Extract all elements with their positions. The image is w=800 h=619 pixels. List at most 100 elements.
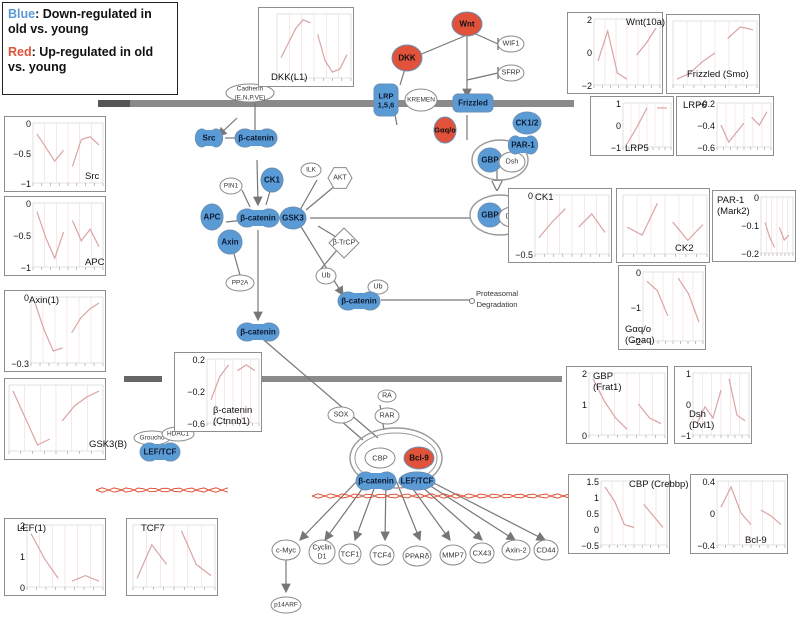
- expression-panel-gsk3b: GSK3(B): [4, 378, 127, 460]
- axis-tick-label: 0: [25, 199, 31, 209]
- axis-tick-label: 0: [19, 583, 25, 593]
- expression-line: [36, 211, 65, 260]
- node-rar: RAR: [374, 407, 400, 425]
- pathway-edge: [299, 224, 344, 297]
- expression-line: [71, 220, 100, 247]
- expression-plot: [760, 196, 794, 256]
- legend-red-entry: Red: Up-regulated in old vs. young: [8, 45, 154, 74]
- node-label: CK1: [264, 176, 281, 185]
- node-label: LEF/TCF: [144, 448, 177, 457]
- node-label: p14ARF: [274, 602, 298, 609]
- node-p14arf: p14ARF: [270, 596, 302, 614]
- axis-tick-label: 0: [593, 525, 599, 535]
- expression-line: [626, 203, 658, 236]
- axis-tick-label: 2: [19, 521, 25, 531]
- node-label: Axin-2: [505, 546, 526, 555]
- node-gaqo: Gαq/o: [433, 116, 457, 144]
- expression-line: [36, 133, 65, 163]
- axis-tick-label: 0: [586, 48, 592, 58]
- expression-line: [636, 27, 657, 56]
- node-label: Cyclin: [312, 545, 331, 552]
- panel-title: PAR-1(Mark2): [717, 195, 750, 217]
- axis-tick-label: −0.5: [581, 541, 599, 551]
- node-label: 1,5,6: [378, 101, 395, 110]
- node-ra: RA: [377, 389, 397, 403]
- expression-plot: [716, 102, 772, 150]
- expression-line: [280, 19, 311, 58]
- node-tcf1: TCF1: [338, 543, 362, 565]
- node-label: Frizzled: [458, 99, 488, 108]
- axis-tick-label: −0.2: [187, 387, 205, 397]
- node-label: LEF/TCF: [401, 477, 434, 486]
- expression-plot: [32, 202, 104, 270]
- dna-strand: [95, 487, 229, 493]
- axis-tick-label: 1: [19, 552, 25, 562]
- node-label: TCF4: [373, 551, 392, 560]
- node-label: β-catenin: [238, 134, 274, 143]
- expression-line: [626, 107, 648, 145]
- axis-tick-label: 0: [23, 293, 29, 303]
- axis-tick-label: 1: [593, 493, 599, 503]
- axis-tick-label: 1: [581, 400, 587, 410]
- node-axin: Axin: [217, 229, 243, 255]
- node-label: c-Myc: [276, 546, 296, 555]
- expression-line: [778, 227, 790, 242]
- axis-tick-label: −1: [20, 263, 31, 273]
- expression-line: [728, 378, 746, 422]
- node-label: Gαq/o: [434, 126, 456, 135]
- expression-panel-lef1: 2 1 0 LEF(1): [4, 518, 106, 596]
- expression-line: [696, 389, 722, 424]
- expression-line: [180, 530, 212, 577]
- expression-line: [237, 364, 256, 372]
- expression-line: [136, 543, 168, 579]
- axis-tick-label: −1: [630, 302, 641, 313]
- node-label: CK1/2: [516, 119, 539, 128]
- dna-strand: [311, 493, 577, 499]
- axis-tick-label: −0.3: [11, 359, 29, 369]
- axis-tick-label: −0.5: [13, 149, 31, 159]
- panel-title: Dsh(Dvl1): [689, 409, 715, 431]
- expression-line: [677, 277, 700, 323]
- node-label: Degradation: [477, 300, 518, 309]
- panel-title: Wnt(10a): [626, 17, 666, 28]
- axis-tick-label: 1: [615, 99, 621, 109]
- expression-line: [720, 122, 745, 144]
- panel-title: DKK(L1): [271, 72, 308, 83]
- dna-strand: [311, 493, 577, 499]
- node-tcf4: TCF4: [369, 544, 395, 566]
- expression-panel-ck2: CK2: [616, 188, 710, 263]
- expression-line: [751, 111, 768, 126]
- axis-tick-label: 0: [581, 431, 587, 441]
- node-leftcf2: LEF/TCF: [139, 442, 181, 462]
- node-label: DKK: [398, 54, 416, 63]
- axis-tick-label: 2: [581, 369, 587, 379]
- node-label: GBP: [481, 156, 499, 165]
- node-pin1: PIN1: [219, 177, 243, 195]
- node-label: PIN1: [224, 183, 239, 190]
- node-cx43: CX43: [469, 542, 495, 564]
- panel-title: β-catenin(Ctnnb1): [213, 405, 253, 427]
- panel-title: LEF(1): [17, 523, 47, 534]
- node-sfrp: SFRP: [497, 64, 525, 82]
- node-bcat2: β-catenin: [236, 208, 280, 228]
- node-label: KREMEN: [407, 97, 435, 104]
- pathway-edge: [423, 477, 547, 541]
- expression-line: [720, 485, 752, 525]
- node-bcat4: β-catenin: [236, 322, 280, 342]
- node-bcl9: Bcl-9: [403, 446, 435, 470]
- node-label: (E,N,P,VE): [235, 95, 266, 102]
- panel-title: LRP5: [625, 143, 649, 154]
- expression-plot: [593, 18, 661, 88]
- node-label: β-catenin: [240, 328, 276, 337]
- expression-line: [637, 403, 662, 425]
- axis-tick-label: 0: [615, 121, 621, 131]
- expression-plot: [26, 524, 104, 590]
- node-label: RA: [382, 393, 392, 400]
- expression-plot: [622, 194, 708, 257]
- node-label: D1: [318, 554, 327, 561]
